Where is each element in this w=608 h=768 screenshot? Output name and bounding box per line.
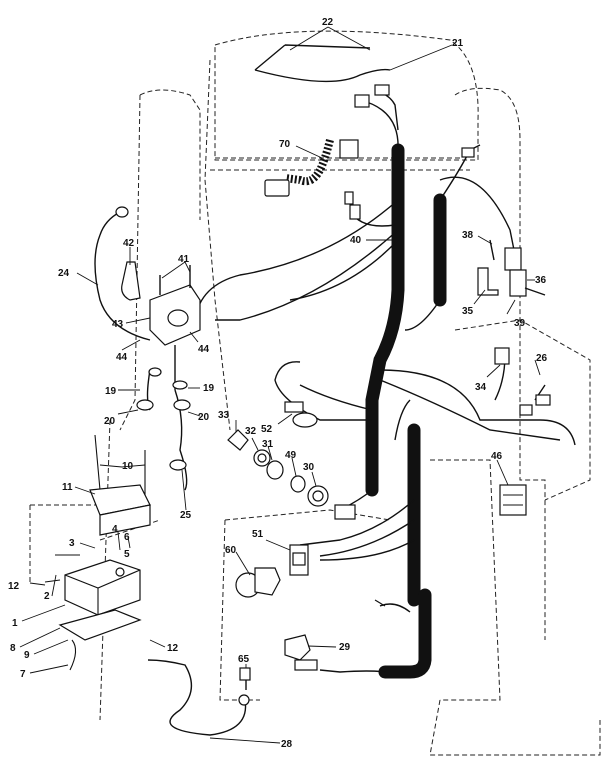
- parts-29: [284, 599, 386, 671]
- callout-28: 28: [281, 739, 293, 750]
- callout-40: 40: [350, 235, 362, 246]
- callout-6: 6: [124, 532, 130, 543]
- callout-46: 46: [491, 451, 503, 462]
- callout-30: 30: [303, 462, 315, 473]
- callout-3: 3: [69, 538, 75, 549]
- callout-21: 21: [452, 38, 464, 49]
- parts-center: [227, 401, 356, 520]
- callout-20-left: 20: [104, 416, 116, 427]
- callout-20-right: 20: [198, 412, 210, 423]
- callout-10: 10: [122, 461, 134, 472]
- callout-38: 38: [462, 230, 474, 241]
- callout-4: 4: [112, 524, 118, 535]
- connectors-top: [344, 84, 475, 220]
- callout-12-left: 12: [8, 581, 20, 592]
- callout-29: 29: [339, 642, 351, 653]
- callout-25: 25: [180, 510, 192, 521]
- callout-8: 8: [10, 643, 16, 654]
- callout-36: 36: [535, 275, 547, 286]
- callout-35: 35: [462, 306, 474, 317]
- callout-31: 31: [262, 439, 274, 450]
- callout-34: 34: [475, 382, 487, 393]
- wiring-harness: [194, 44, 576, 679]
- callout-26: 26: [536, 353, 548, 364]
- callout-44-left: 44: [116, 352, 128, 363]
- parts-right-upper: [477, 239, 546, 297]
- callout-33: 33: [218, 410, 230, 421]
- callout-19-right: 19: [203, 383, 215, 394]
- callout-7: 7: [20, 669, 26, 680]
- parts-lower-center: [235, 544, 309, 598]
- callout-24: 24: [58, 268, 70, 279]
- callout-labels: 22 21 70 40 38 36 35 39 42 41 24 43 44 4…: [8, 17, 548, 750]
- callout-12-right: 12: [167, 643, 179, 654]
- callout-5: 5: [124, 549, 130, 560]
- battery-assembly: [44, 434, 251, 736]
- leader-lines: [19, 26, 541, 744]
- callout-32: 32: [245, 426, 257, 437]
- solenoid-43: [94, 206, 201, 491]
- callout-49: 49: [285, 450, 297, 461]
- callout-9: 9: [24, 650, 30, 661]
- callout-41: 41: [178, 254, 190, 265]
- callout-70: 70: [279, 139, 291, 150]
- callout-1: 1: [12, 618, 18, 629]
- callout-60: 60: [225, 545, 237, 556]
- callout-2: 2: [44, 591, 50, 602]
- callout-11: 11: [62, 482, 73, 493]
- callout-39: 39: [514, 318, 526, 329]
- callout-44-right: 44: [198, 344, 210, 355]
- callout-65: 65: [238, 654, 250, 665]
- part-70-coil: [264, 139, 359, 197]
- callout-42: 42: [123, 238, 135, 249]
- callout-43: 43: [112, 319, 124, 330]
- parts-right-mid: [494, 347, 551, 516]
- callout-52: 52: [261, 424, 273, 435]
- callout-51: 51: [252, 529, 264, 540]
- callout-19-left: 19: [105, 386, 117, 397]
- callout-22: 22: [322, 17, 334, 28]
